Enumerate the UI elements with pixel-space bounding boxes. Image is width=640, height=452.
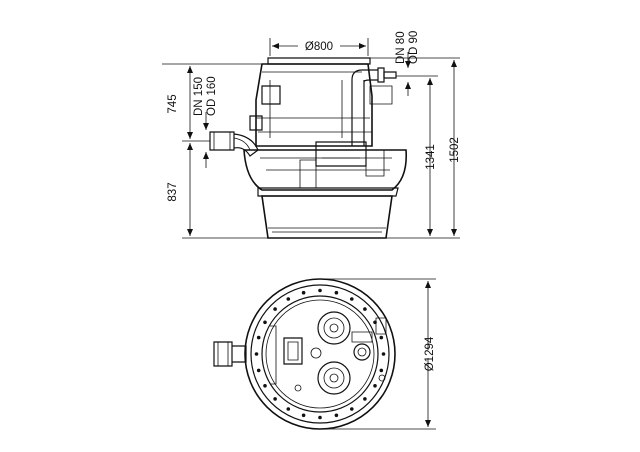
bolt-mark xyxy=(301,413,306,418)
bolt-mark xyxy=(350,407,354,411)
bolt-mark xyxy=(373,384,377,388)
bolt-mark xyxy=(273,397,277,401)
total-height-label: 1502 xyxy=(449,137,461,163)
outlet-od-label: OD 90 xyxy=(408,31,420,64)
bolt-mark xyxy=(263,320,267,325)
dimension-lines-top xyxy=(320,278,436,430)
bolt-mark xyxy=(256,335,261,340)
side-view xyxy=(209,57,408,239)
bolt-mark xyxy=(318,415,322,420)
bolt-mark xyxy=(334,290,339,295)
inlet-dn-label: DN 150 xyxy=(193,77,205,116)
bolt-mark xyxy=(379,335,384,340)
bolt-mark xyxy=(363,397,367,401)
bolt-mark xyxy=(254,352,259,356)
bolt-mark xyxy=(379,368,384,373)
inlet-height-top-label: 745 xyxy=(167,94,179,113)
dimension-lines-side xyxy=(162,38,460,239)
bolt-mark xyxy=(318,288,322,293)
bolt-mark xyxy=(381,352,386,356)
inlet-height-bottom-label: 837 xyxy=(167,182,179,201)
bolt-mark xyxy=(363,307,367,311)
outlet-height-label: 1341 xyxy=(425,144,437,170)
bolt-mark xyxy=(256,368,261,373)
bolt-mark xyxy=(350,297,354,301)
bolt-mark xyxy=(334,413,339,418)
bolt-mark xyxy=(286,297,291,301)
top-diameter-label: Ø800 xyxy=(305,41,333,53)
base-diameter-label: Ø1294 xyxy=(424,336,436,371)
top-view xyxy=(213,278,396,430)
bolt-mark xyxy=(263,384,267,388)
inlet-od-label: OD 160 xyxy=(206,76,218,116)
bolt-mark xyxy=(301,290,306,295)
bolt-mark xyxy=(286,407,291,411)
bolt-mark xyxy=(273,307,277,311)
outlet-dn-label: DN 80 xyxy=(395,31,407,64)
